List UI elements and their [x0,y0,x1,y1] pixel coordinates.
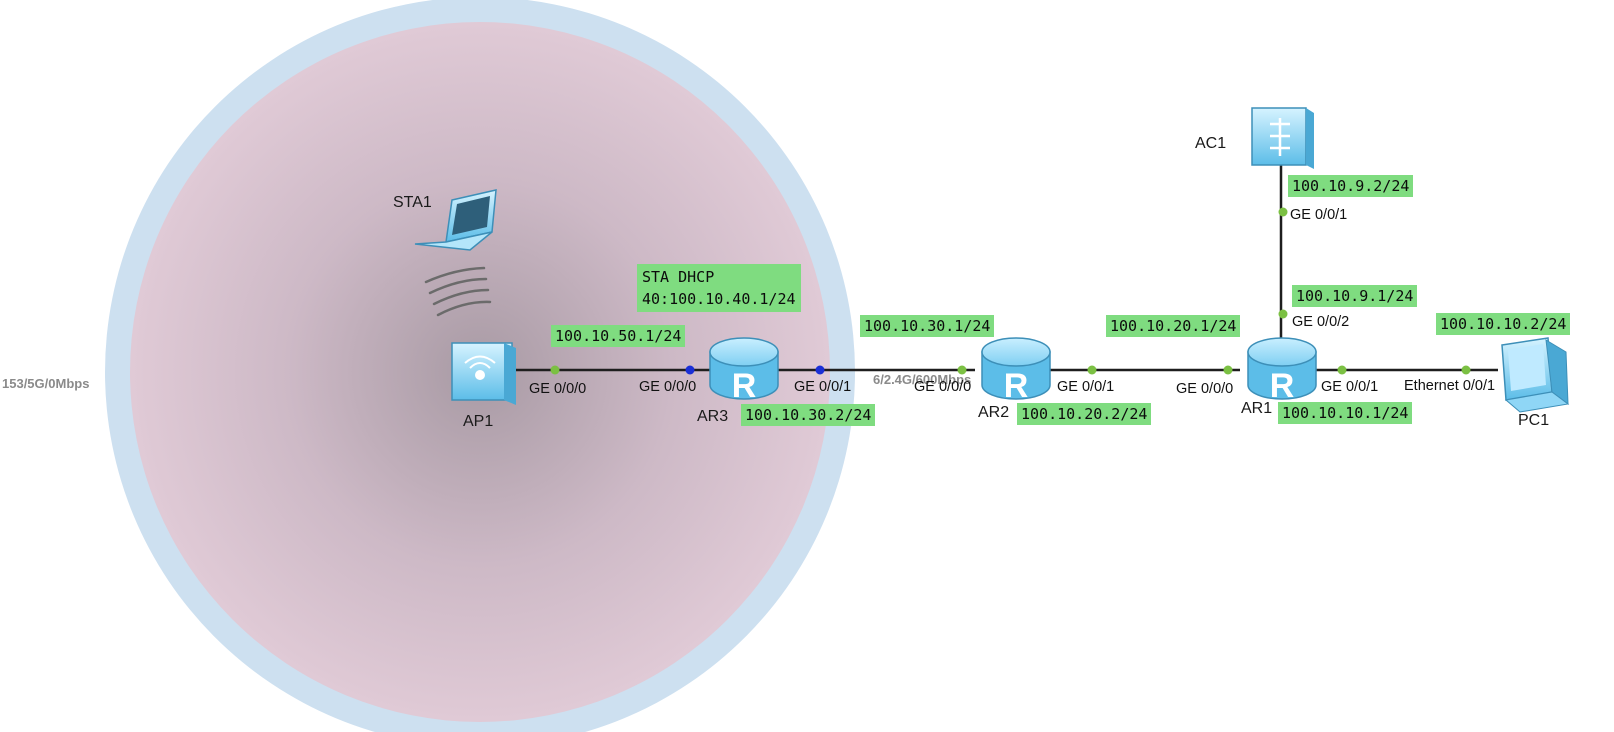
port-dot-ar1-ge002 [1278,309,1288,319]
ip-label-pc1-eth001: 100.10.10.2/24 [1436,313,1571,335]
port-dot-pc1-eth001 [1461,365,1471,375]
svg-text:R: R [732,367,757,405]
port-label-ar1-ge000: GE 0/0/0 [1176,381,1234,397]
laptop-icon[interactable] [414,189,497,251]
port-label-ar1-ge002: GE 0/0/2 [1292,314,1350,330]
port-label-ar3-ge001: GE 0/0/1 [794,379,852,395]
device-label-ar1: AR1 [1241,400,1273,417]
port-dot-ar3-ge001 [815,365,825,375]
port-dot-ap1-ge000 [550,365,560,375]
ip-label-ar1-ge002: 100.10.9.1/24 [1292,285,1418,307]
access-point-icon[interactable] [451,342,516,405]
port-dot-ar2-ge001 [1087,365,1097,375]
port-dot-ar1-ge000 [1223,365,1233,375]
access-controller-icon[interactable] [1251,107,1314,169]
port-label-ar2-ge001: GE 0/0/1 [1057,379,1115,395]
ip-label-ar3-ge000: 100.10.50.1/24 [551,325,686,347]
ip-label-ar3-dhcp: STA DHCP 40:100.10.40.1/24 [637,264,801,312]
router-icon-ar3[interactable]: R [709,337,779,405]
ip-label-ar3-ge001: 100.10.30.2/24 [741,404,876,426]
router-icon-ar2[interactable]: R [981,337,1051,405]
pc-icon[interactable] [1501,337,1570,413]
port-label-ac1-ge001: GE 0/0/1 [1290,207,1348,223]
port-dot-ar1-ge001 [1337,365,1347,375]
ip-label-ar3-dhcp-line2: 40:100.10.40.1/24 [642,290,796,308]
router-icon-ar1[interactable]: R [1247,337,1317,405]
coverage-overlap-label: 6/2.4G/600Mbps [873,372,972,387]
svg-text:R: R [1004,367,1029,405]
port-label-ar1-ge001: GE 0/0/1 [1321,379,1379,395]
wireless-signal-icon [424,266,492,317]
device-label-sta1: STA1 [393,194,432,211]
ip-label-ar1-ge000: 100.10.20.1/24 [1106,315,1241,337]
port-label-pc1-eth001: Ethernet 0/0/1 [1404,378,1496,394]
ip-label-ar3-dhcp-line1: STA DHCP [642,268,715,286]
port-label-ap1-ge000: GE 0/0/0 [529,381,587,397]
svg-text:R: R [1270,367,1295,405]
coverage-rate-label: 153/5G/0Mbps [2,376,90,391]
ip-label-ar2-ge001: 100.10.20.2/24 [1017,403,1152,425]
port-dot-ac1-ge001 [1278,207,1288,217]
ip-label-ar1-ge001: 100.10.10.1/24 [1278,402,1413,424]
device-label-ap1: AP1 [463,413,494,430]
ip-label-ar2-ge000: 100.10.30.1/24 [860,315,995,337]
port-label-ar2-ge000: GE 0/0/0 [914,379,972,395]
device-label-pc1: PC1 [1518,412,1550,429]
device-label-ar2: AR2 [978,404,1010,421]
device-label-ac1: AC1 [1195,135,1227,152]
ip-label-ac1-ge001: 100.10.9.2/24 [1288,175,1414,197]
port-dot-ar2-ge000 [957,365,967,375]
port-label-ar3-ge000: GE 0/0/0 [639,379,697,395]
port-dot-ar3-ge000 [685,365,695,375]
device-label-ar3: AR3 [697,408,729,425]
